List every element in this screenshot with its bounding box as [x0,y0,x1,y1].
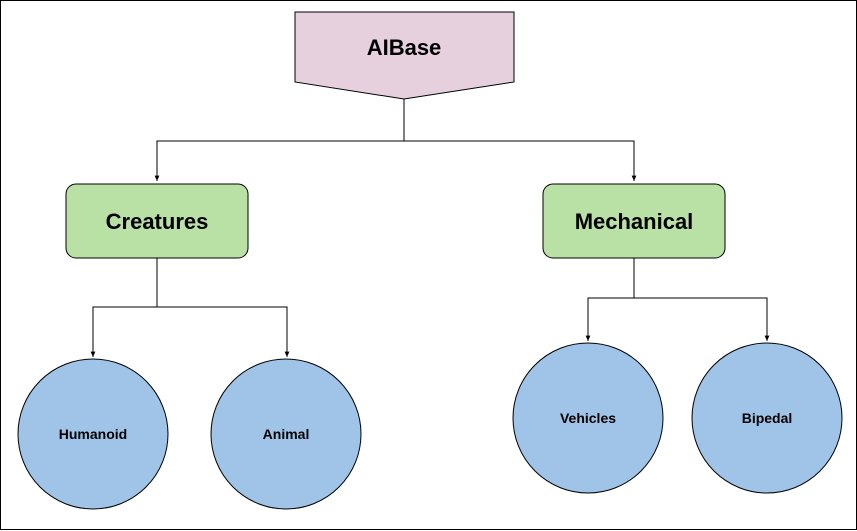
leaf-node-humanoid-label: Humanoid [59,426,127,442]
edge-mechanical-to-bipedal [634,297,770,341]
leaf-node-animal[interactable]: Animal [210,358,362,510]
leaf-node-bipedal-shape [691,342,843,494]
edge-root-to-creatures [154,99,405,181]
leaf-node-vehicles-shape [512,342,664,494]
leaf-node-animal-label: Animal [263,426,310,442]
leaf-node-bipedal-label: Bipedal [742,410,793,426]
leaf-node-vehicles-label: Vehicles [560,410,616,426]
category-node-creatures-shape [65,183,249,259]
leaf-node-humanoid[interactable]: Humanoid [17,358,169,510]
category-node-mechanical-shape [542,183,726,259]
edge-root-to-mechanical [404,140,637,181]
root-node[interactable]: AIBase [294,11,515,100]
category-node-creatures-label: Creatures [106,209,209,234]
root-node-shape [294,11,515,100]
edge-creatures-to-humanoid [90,258,158,357]
category-node-creatures[interactable]: Creatures [65,183,249,259]
edge-mechanical-to-vehicles [585,258,635,341]
leaf-node-animal-shape [210,358,362,510]
leaf-node-bipedal[interactable]: Bipedal [691,342,843,494]
category-node-mechanical-label: Mechanical [575,209,694,234]
leaf-node-vehicles[interactable]: Vehicles [512,342,664,494]
root-node-label: AIBase [367,35,442,60]
leaf-node-humanoid-shape [17,358,169,510]
edge-creatures-to-animal [157,306,290,357]
category-node-mechanical[interactable]: Mechanical [542,183,726,259]
